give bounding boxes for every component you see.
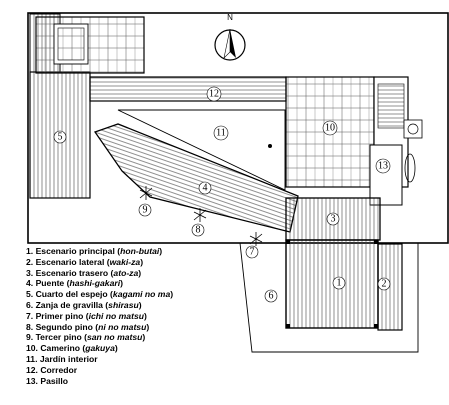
label-7: 7 <box>245 245 259 259</box>
svg-text:9: 9 <box>143 205 148 216</box>
passage <box>369 144 403 206</box>
legend-spanish-name: Escenario lateral <box>35 256 105 267</box>
label-8: 8 <box>191 223 205 237</box>
svg-text:10: 10 <box>325 123 335 134</box>
label-5: 5 <box>53 130 67 144</box>
legend-japanese-name: shirasu <box>108 299 139 310</box>
interior-garden <box>117 109 286 191</box>
legend-item: 3. Escenario trasero (ato-za) <box>26 267 142 278</box>
legend-number: 11. <box>26 353 38 364</box>
svg-text:6: 6 <box>269 291 274 302</box>
label-11: 11 <box>213 125 229 141</box>
label-4: 4 <box>198 181 212 195</box>
legend-number: 7. <box>26 310 34 321</box>
legend-japanese-name: hon-butai <box>120 246 160 256</box>
label-1: 1 <box>332 276 346 290</box>
legend-number: 5. <box>26 289 34 300</box>
label-2: 2 <box>377 277 391 291</box>
second-pine <box>193 208 207 222</box>
svg-text:1: 1 <box>337 278 342 289</box>
label-3: 3 <box>326 212 340 226</box>
legend-japanese-name: ni no matsu <box>98 321 147 332</box>
legend-spanish-name: Camerino <box>40 343 80 354</box>
legend-spanish-name: Puente <box>35 278 65 289</box>
legend-number: 9. <box>26 332 34 343</box>
legend-number: 8. <box>26 321 34 332</box>
legend-spanish-name: Escenario trasero <box>35 267 109 278</box>
label-12: 12 <box>206 86 222 102</box>
legend-spanish-name: Segundo pino <box>35 321 93 332</box>
legend-number: 13. <box>26 375 38 386</box>
legend-japanese-name: gakuya <box>85 343 115 354</box>
legend-item: 4. Puente (hashi-gakari) <box>26 278 123 289</box>
north-label: N <box>227 13 233 22</box>
legend-item: 8. Segundo pino (ni no matsu) <box>26 321 150 332</box>
legend-japanese-name: ato-za <box>113 267 139 278</box>
label-6: 6 <box>264 289 278 303</box>
rear-stage <box>285 197 381 241</box>
legend-item: 10. Camerino (gakuya) <box>26 343 118 354</box>
legend-japanese-name: san no matsu <box>86 332 143 343</box>
legend-spanish-name: Cuarto del espejo <box>35 289 108 300</box>
label-13: 13 <box>375 158 391 174</box>
legend-item: 11. Jardín interior <box>26 354 173 365</box>
building-outline <box>27 12 449 244</box>
mirror-room <box>29 13 145 199</box>
legend-number: 12. <box>26 364 38 375</box>
svg-text:11: 11 <box>216 128 226 139</box>
legend-japanese-name: ichi no matsu <box>88 310 144 321</box>
gravel-trench <box>239 242 419 353</box>
plan-labels: 1 2 3 4 5 6 7 8 9 10 11 12 13 <box>53 86 391 303</box>
legend-number: 4. <box>26 278 34 289</box>
legend-item: 9. Tercer pino (san no matsu) <box>26 332 146 343</box>
svg-text:13: 13 <box>378 161 388 172</box>
legend-item: 5. Cuarto del espejo (kagami no ma) <box>26 289 174 300</box>
pine-symbols <box>139 186 263 246</box>
legend-number: 6. <box>26 299 34 310</box>
legend-item: 1. Escenario principal (hon-butai) <box>26 246 163 256</box>
svg-text:12: 12 <box>209 89 219 100</box>
label-10: 10 <box>322 120 338 136</box>
legend-spanish-name: Pasillo <box>40 375 69 386</box>
legend-item: 13. Pasillo <box>26 376 173 387</box>
third-pine <box>139 186 153 200</box>
legend-item: 6. Zanja de gravilla (shirasu) <box>26 299 142 310</box>
label-9: 9 <box>138 203 152 217</box>
legend-japanese-name: hashi-gakari <box>69 278 121 289</box>
svg-text:7: 7 <box>250 247 255 258</box>
legend: 1. Escenario principal (hon-butai)2. Esc… <box>26 246 173 386</box>
legend-number: 3. <box>26 267 34 278</box>
legend-number: 1. <box>26 246 34 256</box>
legend-japanese-name: waki-za <box>109 256 141 267</box>
legend-item: 7. Primer pino (ichi no matsu) <box>26 310 147 321</box>
north-arrow: N <box>214 13 246 61</box>
legend-spanish-name: Jardín interior <box>39 353 98 364</box>
legend-spanish-name: Primer pino <box>35 310 84 321</box>
svg-text:8: 8 <box>196 225 201 236</box>
svg-text:3: 3 <box>331 214 336 225</box>
corridor <box>89 76 287 102</box>
legend-number: 10. <box>26 343 38 354</box>
svg-text:4: 4 <box>203 183 208 194</box>
legend-japanese-name: kagami no ma <box>112 289 171 300</box>
svg-text:2: 2 <box>382 279 387 290</box>
legend-spanish-name: Escenario principal <box>35 246 115 256</box>
first-pine <box>249 232 263 246</box>
legend-spanish-name: Corredor <box>40 364 78 375</box>
legend-spanish-name: Tercer pino <box>35 332 82 343</box>
svg-text:5: 5 <box>58 132 63 143</box>
main-stage <box>285 239 379 329</box>
legend-number: 2. <box>26 256 34 267</box>
legend-spanish-name: Zanja de gravilla <box>35 299 103 310</box>
legend-item: 2. Escenario lateral (waki-za) <box>26 256 144 267</box>
legend-item: 12. Corredor <box>26 365 173 376</box>
